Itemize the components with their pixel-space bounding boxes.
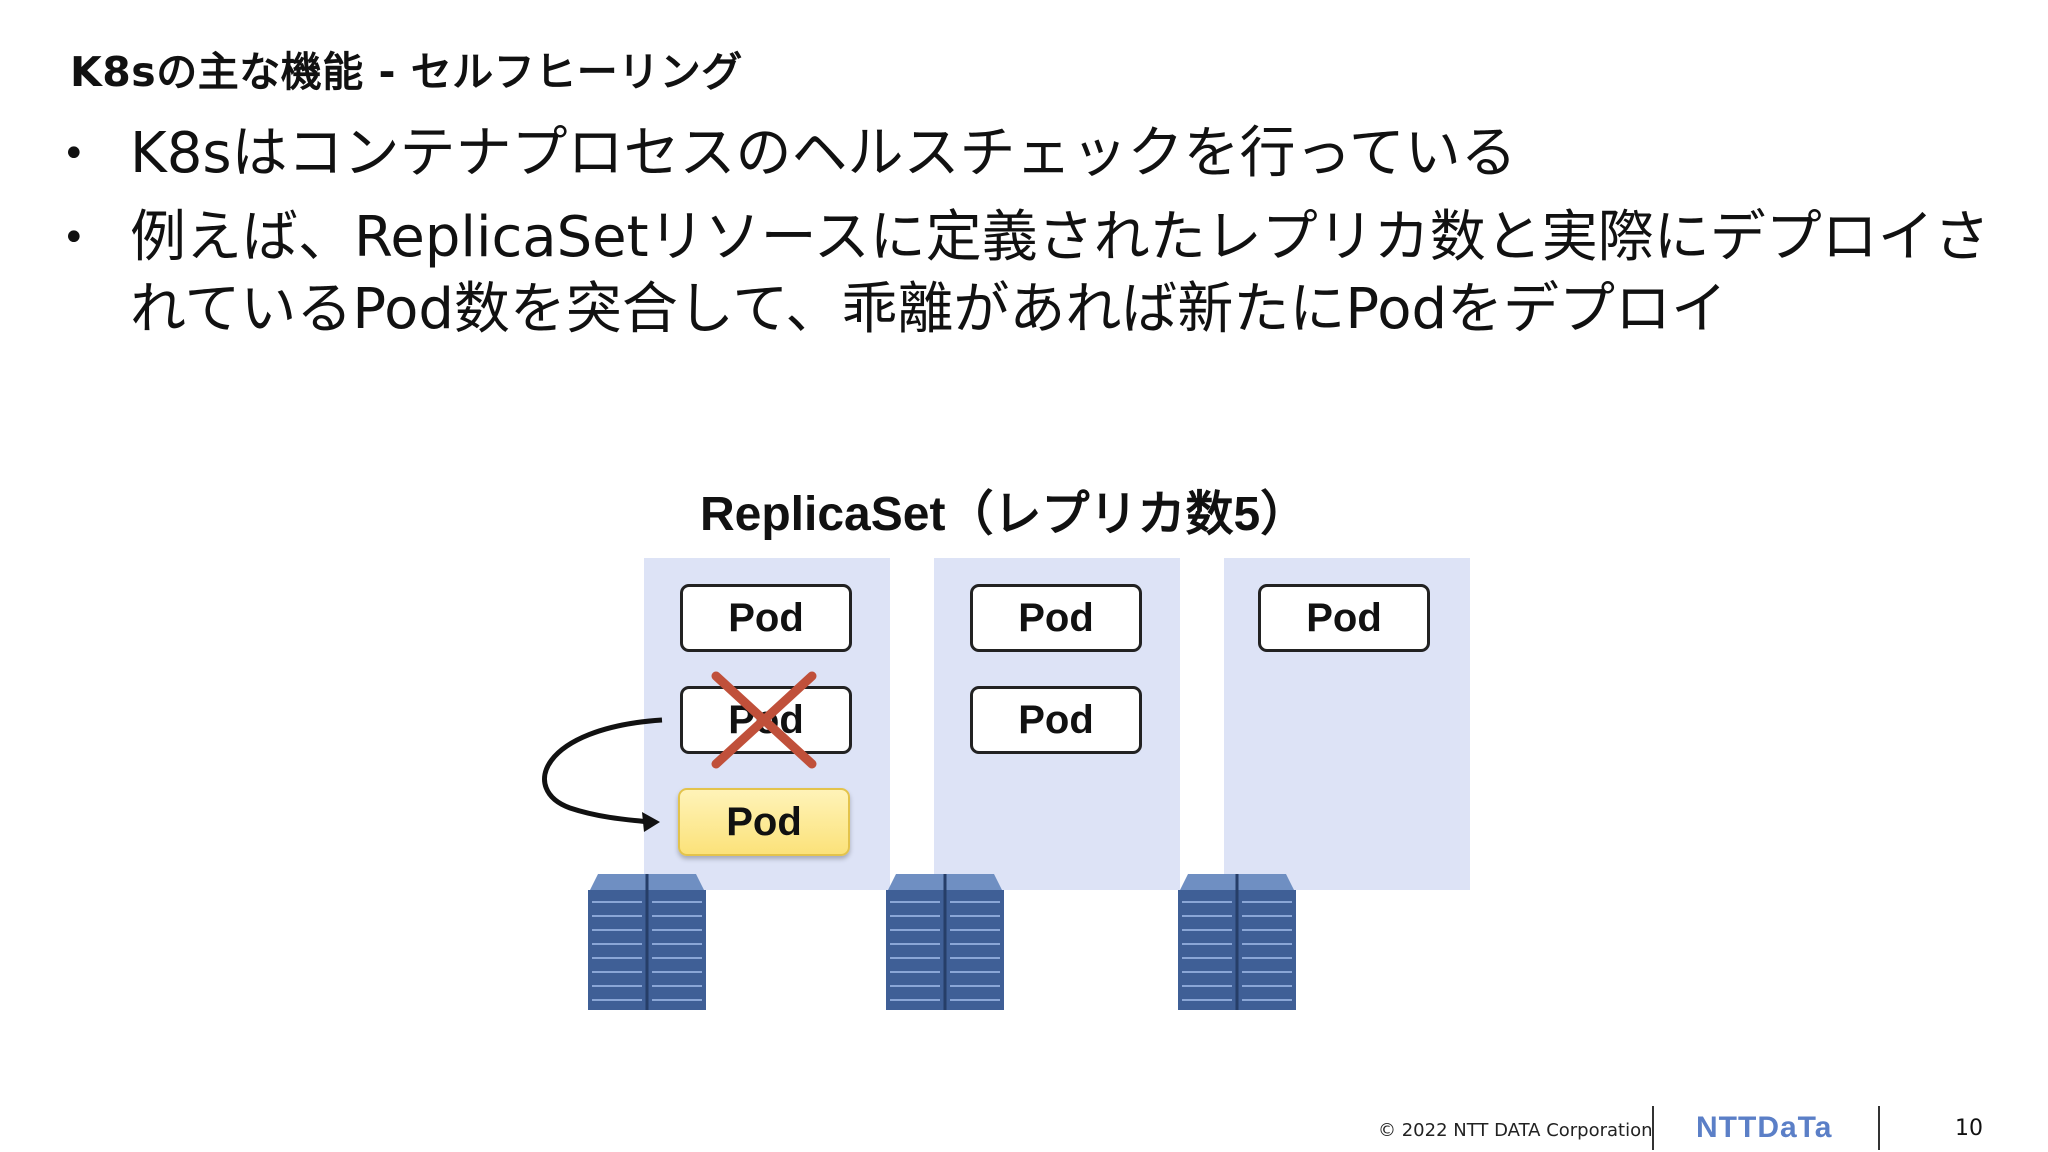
slide-title: K8sの主な機能 - セルフヒーリング [70,48,743,96]
bullet-symbol: • [62,215,86,261]
footer-divider [1652,1106,1654,1150]
failed-pod-box: Pod [680,686,852,754]
pod-box: Pod [970,686,1142,754]
server-rack-icon [1178,874,1296,1010]
bullet-symbol: • [62,131,86,177]
diagram-title: ReplicaSet（レプリカ数5） [700,488,1309,541]
page-number: 10 [1955,1116,1983,1141]
bullet-item: • 例えば、ReplicaSetリソースに定義されたレプリカ数と実際にデプロイさ… [62,202,2022,346]
new-pod-box: Pod [678,788,850,856]
pod-box: Pod [680,584,852,652]
pod-box: Pod [970,584,1142,652]
bullet-item: • K8sはコンテナプロセスのヘルスチェックを行っている [62,118,2022,190]
footer-divider [1878,1106,1880,1150]
company-logo: NTTDaTa [1696,1111,1833,1144]
bullet-text: 例えば、ReplicaSetリソースに定義されたレプリカ数と実際にデプロイされて… [130,205,1990,342]
server-rack-icon [886,874,1004,1010]
copyright-text: © 2022 NTT DATA Corporation [1378,1120,1653,1141]
failure-x-icon [711,671,817,769]
pod-box: Pod [1258,584,1430,652]
bullet-text: K8sはコンテナプロセスのヘルスチェックを行っている [130,121,1517,186]
restart-arrow-icon [542,717,663,832]
bullet-list: • K8sはコンテナプロセスのヘルスチェックを行っている • 例えば、Repli… [62,118,2022,358]
server-rack-icon [588,874,706,1010]
